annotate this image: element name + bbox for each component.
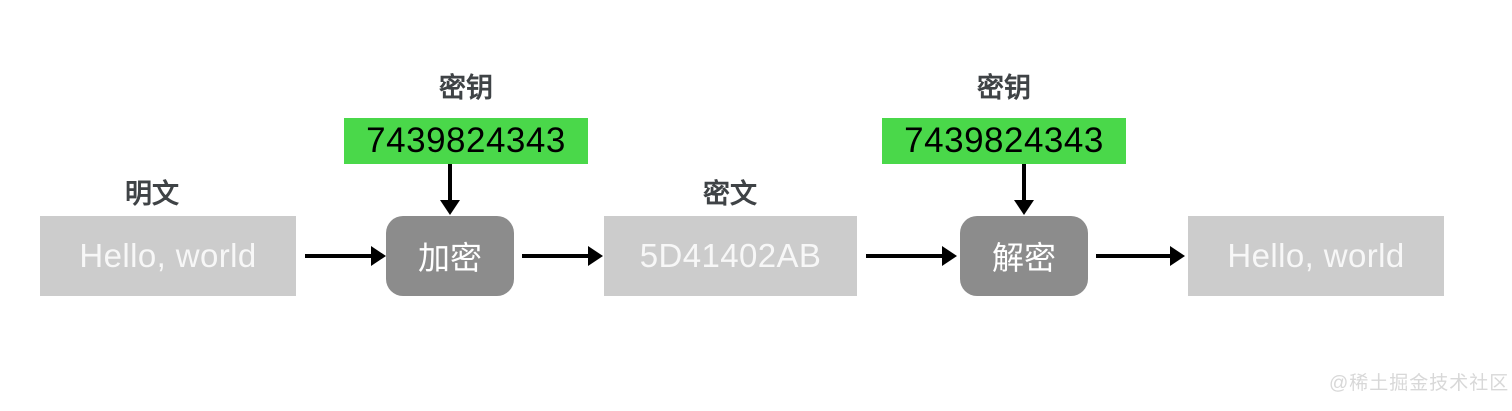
key-right-box: 7439824343	[882, 118, 1126, 164]
ciphertext-box: 5D41402AB	[604, 216, 857, 296]
output-box: Hello, world	[1188, 216, 1444, 296]
decrypt-box: 解密	[960, 216, 1088, 296]
arrow-encrypt-to-ciphertext	[522, 246, 603, 266]
arrow-plaintext-to-encrypt	[305, 246, 386, 266]
watermark: @稀土掘金技术社区	[1329, 373, 1510, 394]
encrypt-box: 加密	[386, 216, 514, 296]
arrow-ciphertext-to-decrypt	[866, 246, 957, 266]
output-value: Hello, world	[1227, 237, 1405, 274]
key-right-value: 7439824343	[904, 121, 1104, 160]
encrypt-label: 加密	[417, 240, 482, 276]
arrow-decrypt-to-output	[1096, 246, 1185, 266]
arrow-key-left-to-encrypt	[440, 164, 460, 215]
key-left-value: 7439824343	[366, 121, 566, 160]
key-right-caption: 密钥	[977, 73, 1031, 103]
key-left-caption: 密钥	[439, 73, 493, 103]
plaintext-value: Hello, world	[79, 237, 257, 274]
plaintext-box: Hello, world	[40, 216, 296, 296]
decrypt-label: 解密	[991, 240, 1056, 276]
ciphertext-caption: 密文	[703, 179, 757, 209]
key-left-box: 7439824343	[344, 118, 588, 164]
plaintext-caption: 明文	[125, 179, 179, 209]
arrow-key-right-to-decrypt	[1014, 164, 1034, 215]
ciphertext-value: 5D41402AB	[639, 237, 822, 274]
